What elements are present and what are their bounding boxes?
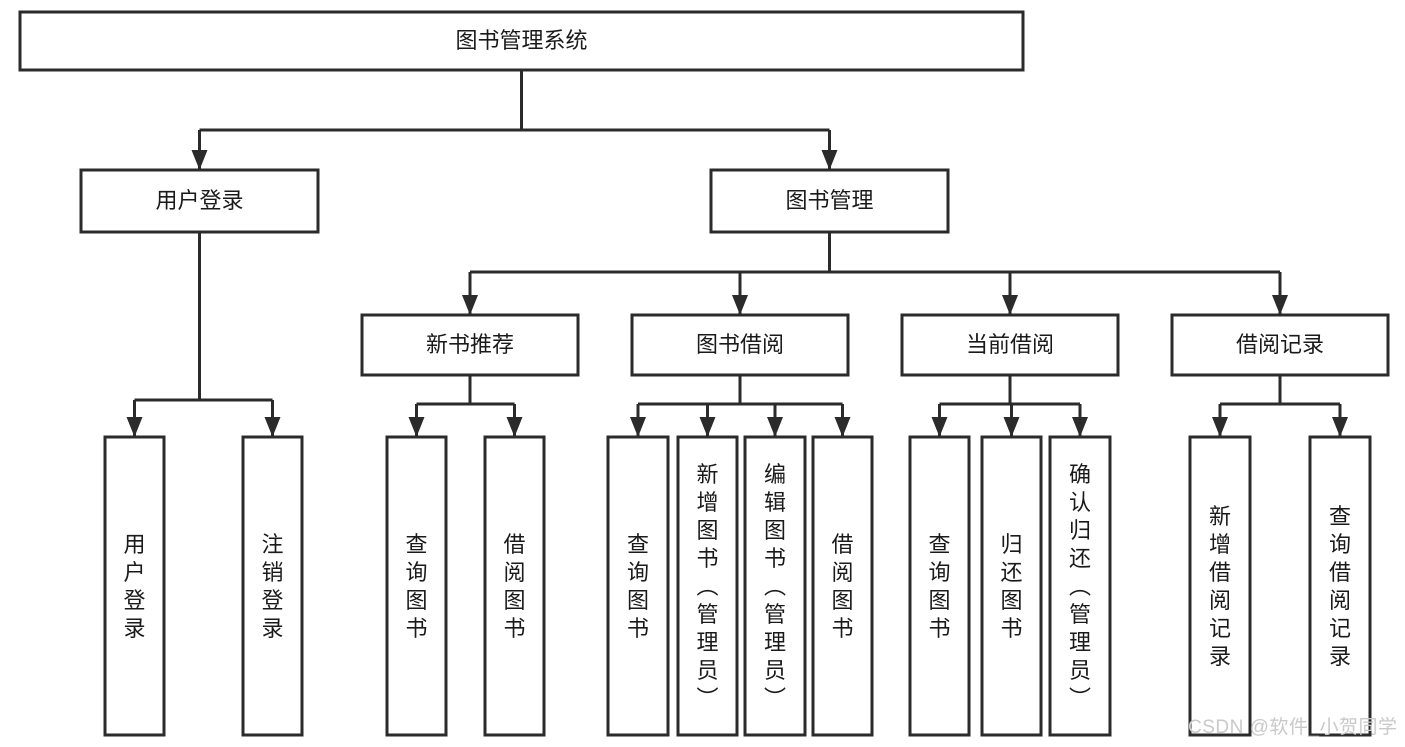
node-label: 用户登录 — [123, 532, 145, 641]
node-book-management[interactable]: 图书管理 — [709, 168, 950, 234]
arrow-head-icon — [699, 417, 716, 437]
arrow-head-icon — [931, 417, 948, 437]
node-label: 确认归还︵管理员︶ — [1069, 462, 1091, 711]
node-level3-2[interactable]: 当前借阅 — [900, 313, 1120, 377]
node-label: 查询图书 — [627, 532, 649, 641]
node-box — [1048, 435, 1112, 737]
arrow-head-icon — [767, 417, 783, 437]
node-box — [676, 435, 739, 737]
node-leaf-7[interactable]: 借阅图书 — [811, 435, 874, 737]
node-leaf-11[interactable]: 新增借阅记录 — [1188, 435, 1252, 737]
node-box — [811, 435, 874, 737]
node-box — [1188, 435, 1252, 737]
node-leaf-12[interactable]: 查询借阅记录 — [1308, 435, 1372, 737]
arrow-head-icon — [630, 417, 646, 437]
node-box — [360, 313, 580, 377]
node-label: 借阅图书 — [503, 532, 525, 641]
node-label: 用户登录 — [155, 188, 243, 213]
node-box — [103, 435, 166, 737]
node-box — [241, 435, 304, 737]
node-leaf-9[interactable]: 归还图书 — [980, 435, 1043, 737]
node-label: 借阅图书 — [831, 532, 853, 641]
arrow-head-icon — [834, 417, 851, 437]
node-label: 图书管理系统 — [455, 28, 587, 53]
node-box — [385, 435, 448, 737]
node-label: 归还图书 — [1000, 532, 1022, 641]
node-box — [18, 10, 1025, 72]
node-root-book-management-system[interactable]: 图书管理系统 — [18, 10, 1025, 72]
arrow-head-icon — [1332, 417, 1348, 437]
node-level3-3[interactable]: 借阅记录 — [1170, 313, 1390, 377]
node-leaf-5[interactable]: 新增图书︵管理员︶ — [676, 435, 739, 737]
node-label: 新书推荐 — [426, 332, 514, 357]
node-box — [709, 168, 950, 234]
node-label: 新增借阅记录 — [1209, 504, 1231, 669]
node-label: 当前借阅 — [966, 332, 1054, 357]
node-user-login[interactable]: 用户登录 — [79, 168, 320, 234]
arrow-head-icon — [821, 150, 838, 170]
node-box — [743, 435, 807, 737]
node-leaf-1[interactable]: 注销登录 — [241, 435, 304, 737]
arrow-head-icon — [1272, 295, 1288, 315]
node-leaf-4[interactable]: 查询图书 — [606, 435, 670, 737]
connectors-layer — [126, 70, 1348, 437]
arrow-head-icon — [1072, 417, 1088, 437]
node-leaf-6[interactable]: 编辑图书︵管理员︶ — [743, 435, 807, 737]
node-leaf-10[interactable]: 确认归还︵管理员︶ — [1048, 435, 1112, 737]
node-leaf-3[interactable]: 借阅图书 — [483, 435, 546, 737]
arrow-head-icon — [506, 417, 523, 437]
arrow-head-icon — [1002, 295, 1018, 315]
arrow-head-icon — [126, 417, 143, 437]
node-box — [980, 435, 1043, 737]
node-box — [79, 168, 320, 234]
node-label: 注销登录 — [261, 532, 283, 641]
node-label: 查询借阅记录 — [1329, 504, 1351, 669]
node-label: 查询图书 — [405, 532, 427, 641]
node-label: 图书管理 — [785, 188, 873, 213]
node-leaf-2[interactable]: 查询图书 — [385, 435, 448, 737]
node-box — [1308, 435, 1372, 737]
node-level3-0[interactable]: 新书推荐 — [360, 313, 580, 377]
node-box — [606, 435, 670, 737]
arrow-head-icon — [732, 295, 748, 315]
node-box — [908, 435, 971, 737]
node-label: 借阅记录 — [1236, 332, 1324, 357]
node-label: 新增图书︵管理员︶ — [696, 462, 718, 711]
arrow-head-icon — [264, 417, 281, 437]
node-level3-1[interactable]: 图书借阅 — [630, 313, 850, 377]
boxes-layer: 图书管理系统用户登录图书管理新书推荐图书借阅当前借阅借阅记录用户登录注销登录查询… — [18, 10, 1390, 737]
arrow-head-icon — [1003, 417, 1020, 437]
node-box — [630, 313, 850, 377]
arrow-head-icon — [462, 295, 478, 315]
watermark-text: CSDN @软件_小贺同学 — [1188, 717, 1398, 738]
node-box — [1170, 313, 1390, 377]
arrow-head-icon — [1212, 417, 1228, 437]
node-box — [483, 435, 546, 737]
node-leaf-8[interactable]: 查询图书 — [908, 435, 971, 737]
arrow-head-icon — [408, 417, 425, 437]
node-label: 编辑图书︵管理员︶ — [764, 462, 786, 711]
node-box — [900, 313, 1120, 377]
node-label: 查询图书 — [928, 532, 950, 641]
arrow-head-icon — [191, 150, 208, 170]
node-leaf-0[interactable]: 用户登录 — [103, 435, 166, 737]
node-label: 图书借阅 — [696, 332, 784, 357]
